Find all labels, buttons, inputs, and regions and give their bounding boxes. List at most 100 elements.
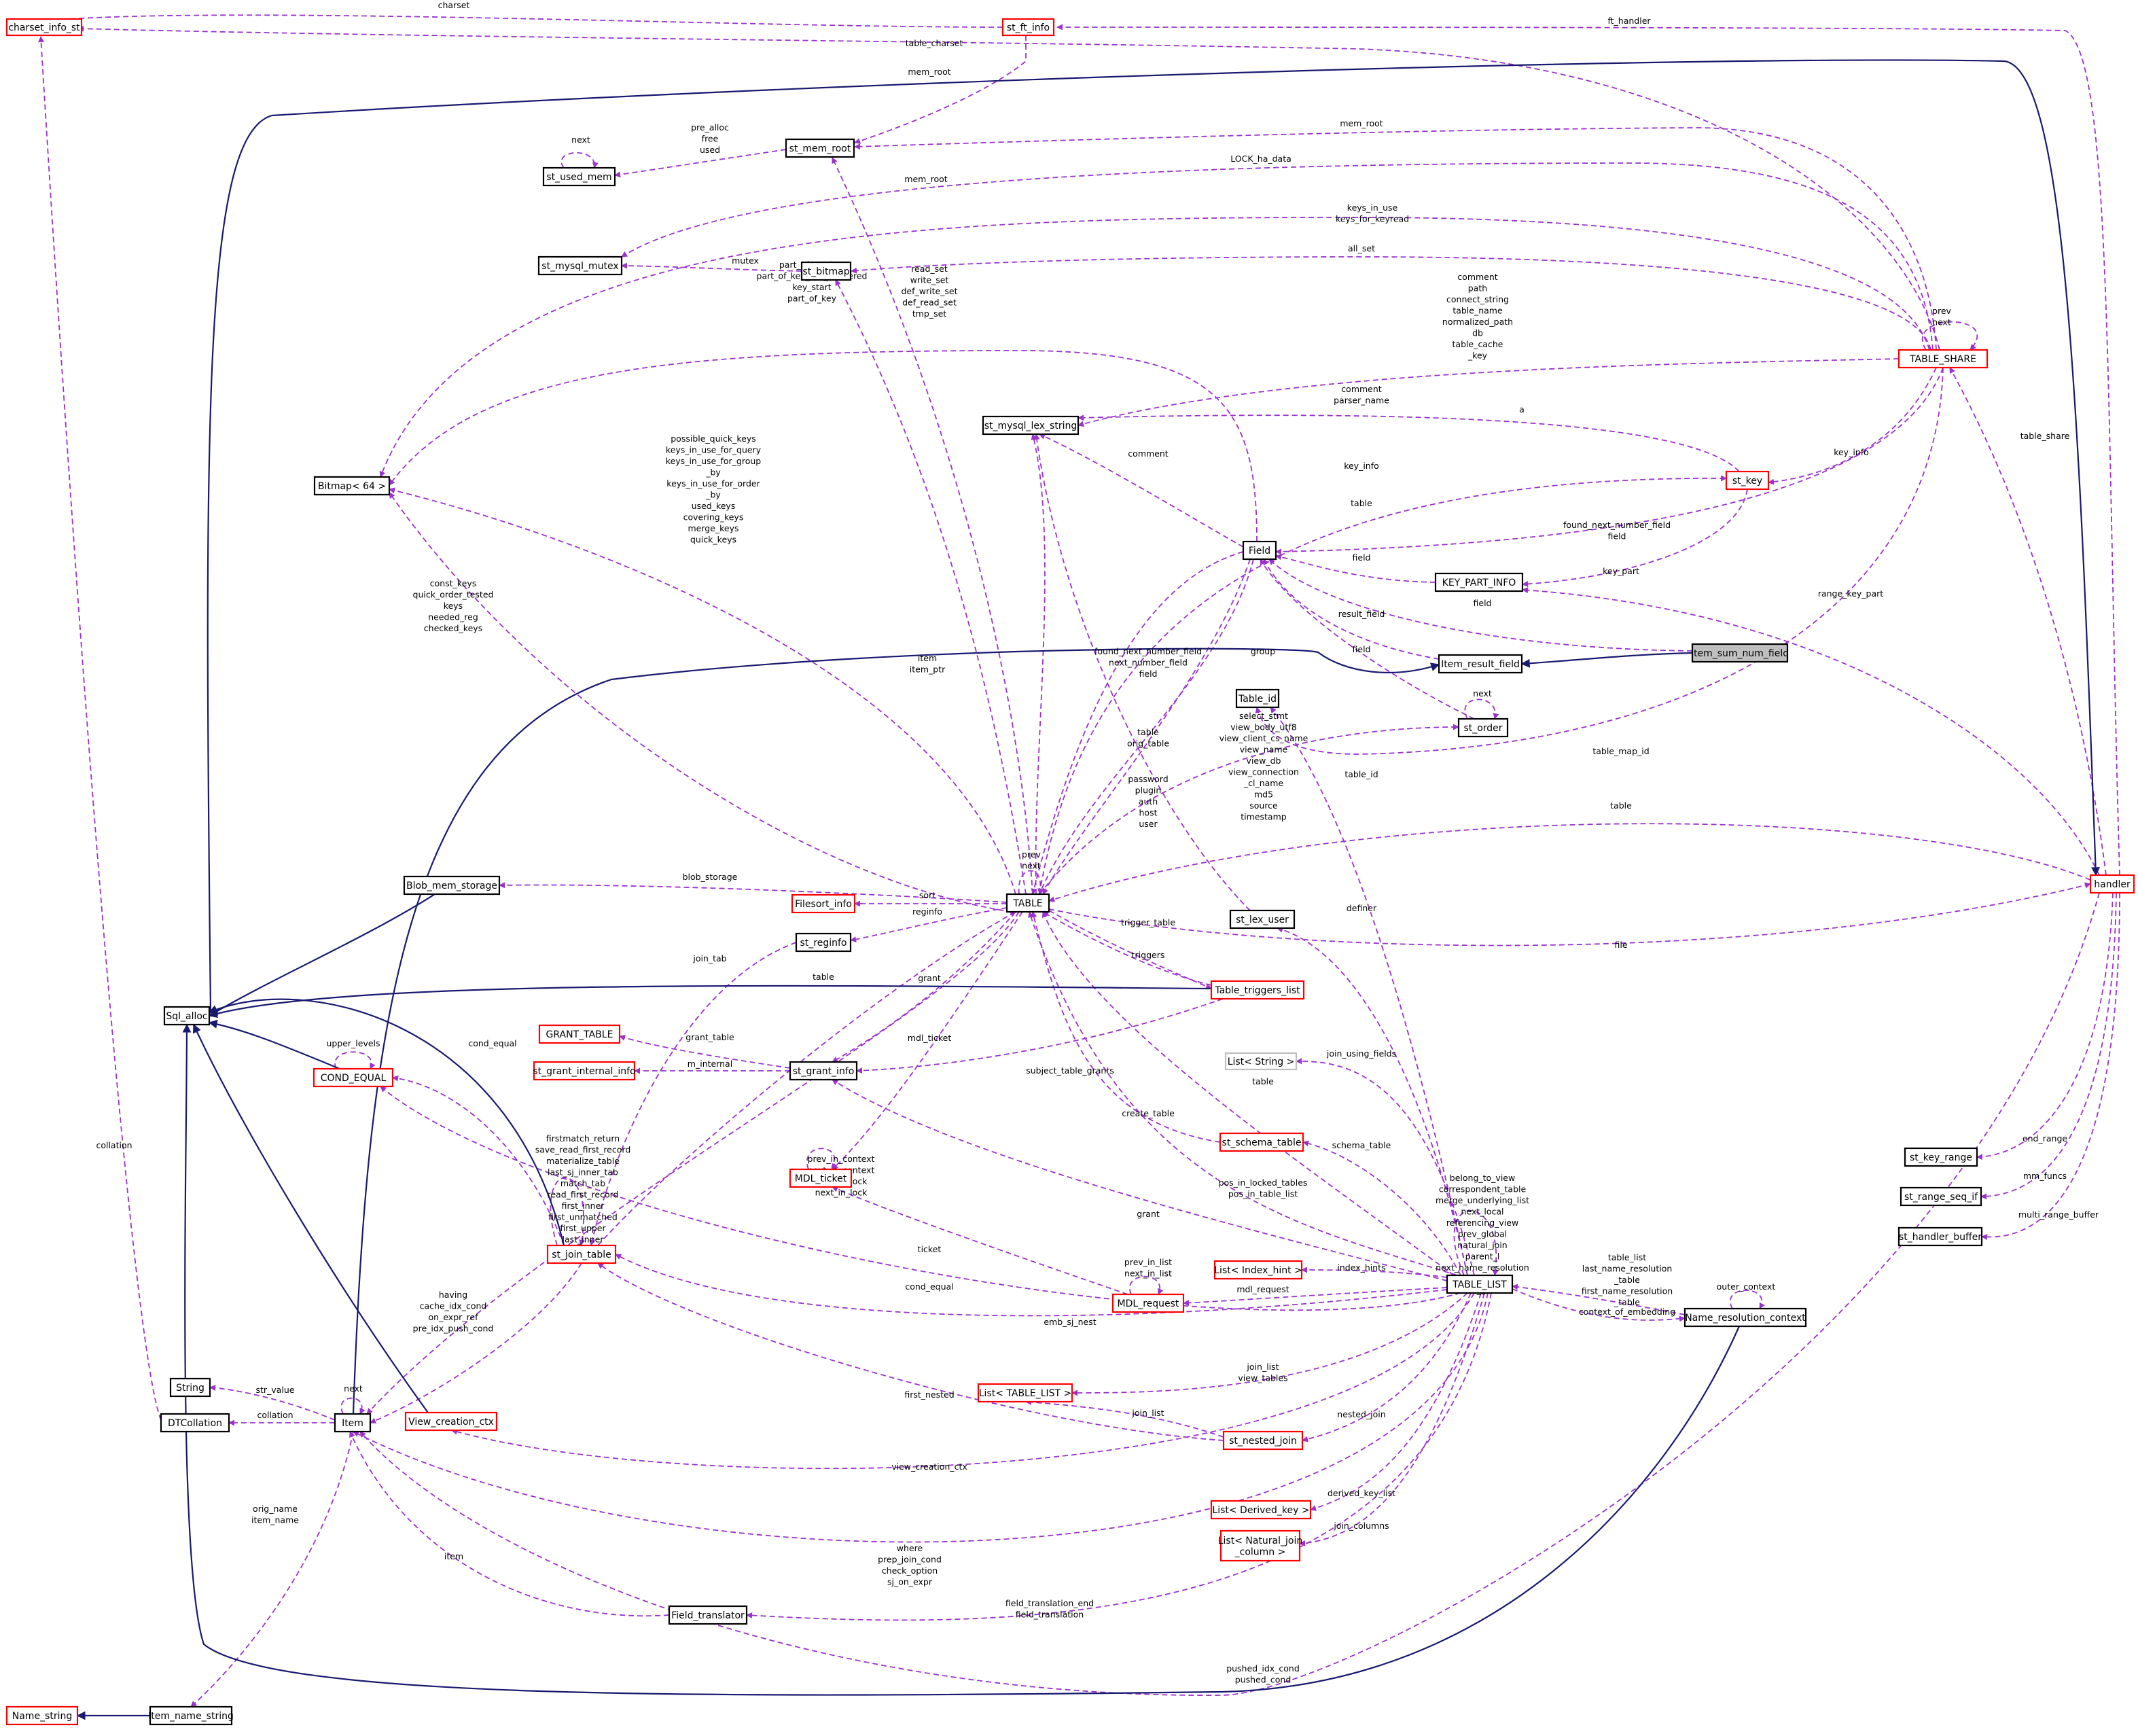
node-dtcollation[interactable]: DTCollation xyxy=(160,1413,230,1433)
usage-edge xyxy=(359,892,2100,1696)
node-label: List< Natural_join_column > xyxy=(1218,1536,1303,1558)
node-item[interactable]: Item xyxy=(334,1413,372,1433)
edge-label: mem_root xyxy=(904,174,947,184)
usage-edge xyxy=(1048,910,1212,989)
node-handler[interactable]: handler xyxy=(2089,874,2135,894)
node-field[interactable]: Field xyxy=(1242,540,1277,561)
node-st-order[interactable]: st_order xyxy=(1457,718,1509,738)
node-view-creation-ctx[interactable]: View_creation_ctx xyxy=(404,1411,498,1432)
node-st-mysql-lex-string[interactable]: st_mysql_lex_string xyxy=(982,415,1080,436)
usage-edge xyxy=(832,1186,1128,1295)
node-st-ft-info[interactable]: st_ft_info xyxy=(1001,18,1055,37)
node-item-result-field[interactable]: Item_result_field xyxy=(1438,654,1523,674)
node-name-resolution-context[interactable]: Name_resolution_context xyxy=(1683,1307,1807,1328)
node-field-translator[interactable]: Field_translator xyxy=(668,1605,748,1625)
node-st-join-table[interactable]: st_join_table xyxy=(546,1244,617,1264)
node-list-table-list[interactable]: List< TABLE_LIST > xyxy=(977,1383,1073,1403)
usage-edge xyxy=(746,1292,1492,1621)
node-st-handler-buffer[interactable]: st_handler_buffer xyxy=(1898,1226,1983,1247)
node-box xyxy=(313,476,391,496)
node-box xyxy=(1005,893,1050,913)
node-st-used-mem[interactable]: st_used_mem xyxy=(542,166,616,187)
usage-edge xyxy=(1522,587,2100,876)
usage-edge xyxy=(621,262,802,272)
node-list-string[interactable]: List< String > xyxy=(1224,1052,1298,1071)
node-st-nested-join[interactable]: st_nested_join xyxy=(1222,1430,1304,1451)
node-st-key-range[interactable]: st_key_range xyxy=(1904,1147,1978,1167)
node-box xyxy=(1898,349,1989,369)
node-label: st_mem_root xyxy=(789,143,851,154)
edge-label: mm_funcs xyxy=(2023,1171,2067,1181)
usage-edge xyxy=(1275,367,1944,555)
usage-edge xyxy=(856,998,1224,1074)
node-label: Name_string xyxy=(12,1711,73,1722)
node-box xyxy=(542,166,616,187)
node-string[interactable]: String xyxy=(169,1377,211,1398)
node-label: st_ft_info xyxy=(1007,22,1050,33)
edge-label: table_map_id xyxy=(1592,746,1649,756)
node-item-sum-num-field[interactable]: Item_sum_num_field xyxy=(1691,643,1789,663)
node-table-list[interactable]: TABLE_LIST xyxy=(1446,1274,1514,1294)
node-label: List< String > xyxy=(1228,1057,1295,1067)
node-grant-table[interactable]: GRANT_TABLE xyxy=(538,1024,621,1044)
node-blob-mem-storage[interactable]: Blob_mem_storage xyxy=(403,875,501,896)
node-table-id[interactable]: Table_id xyxy=(1235,688,1280,709)
node-list-derived-key[interactable]: List< Derived_key > xyxy=(1210,1500,1312,1520)
node-list-index-hint[interactable]: List< Index_hint > xyxy=(1213,1260,1303,1280)
node-st-mysql-mutex[interactable]: st_mysql_mutex xyxy=(537,255,623,276)
node-label: List< Derived_key > xyxy=(1212,1505,1309,1516)
node-st-reginfo[interactable]: st_reginfo xyxy=(795,932,852,953)
node-st-grant-info[interactable]: st_grant_info xyxy=(789,1061,858,1081)
usage-edge xyxy=(1921,321,1978,351)
edge-label: table xyxy=(1610,800,1632,811)
node-label: List< TABLE_LIST > xyxy=(979,1388,1072,1399)
edge-label: key_info xyxy=(1834,447,1869,457)
node-table[interactable]: TABLE xyxy=(1005,893,1050,913)
node-list-natural-join[interactable]: List< Natural_join_column > xyxy=(1218,1529,1303,1562)
node-table-triggers-list[interactable]: Table_triggers_list xyxy=(1210,980,1305,1000)
node-label: st_grant_internal_info xyxy=(533,1066,635,1077)
node-box xyxy=(5,18,83,37)
node-cond-equal[interactable]: COND_EQUAL xyxy=(313,1067,394,1088)
node-mdl-request[interactable]: MDL_request xyxy=(1111,1293,1185,1313)
node-item-name-string[interactable]: Item_name_string xyxy=(148,1705,234,1726)
edge-label: view_creation_ctx xyxy=(891,1462,967,1472)
usage-edge xyxy=(1512,1288,1686,1322)
usage-edge xyxy=(370,1262,582,1424)
node-st-mem-root[interactable]: st_mem_root xyxy=(785,138,855,158)
node-label: st_key_range xyxy=(1910,1152,1972,1163)
node-filesort-info[interactable]: Filesort_info xyxy=(791,893,856,914)
usage-edge xyxy=(1042,559,1251,895)
usage-edge xyxy=(1730,1290,1765,1309)
edge-label: mem_root xyxy=(1340,118,1383,128)
node-charset-info-st[interactable]: charset_info_st xyxy=(5,18,83,37)
edge-label: a xyxy=(1519,404,1525,414)
node-key-part-info[interactable]: KEY_PART_INFO xyxy=(1434,572,1524,592)
node-label: st_key xyxy=(1732,476,1762,486)
usage-edge xyxy=(1041,911,1455,1276)
node-st-schema-table[interactable]: st_schema_table xyxy=(1219,1132,1304,1152)
node-label: KEY_PART_INFO xyxy=(1442,578,1516,588)
node-table-share[interactable]: TABLE_SHARE xyxy=(1898,349,1989,369)
usage-edge xyxy=(1275,554,1436,583)
node-box xyxy=(546,1244,617,1264)
node-name-string[interactable]: Name_string xyxy=(5,1705,79,1726)
node-st-range-seq-if[interactable]: st_range_seq_if xyxy=(1900,1186,1982,1207)
node-label: TABLE_SHARE xyxy=(1909,354,1976,365)
node-bitmap64[interactable]: Bitmap< 64 > xyxy=(313,476,391,496)
edge-label: next xyxy=(344,1383,363,1394)
node-st-grant-internal-info[interactable]: st_grant_internal_info xyxy=(533,1061,636,1081)
node-st-bitmap[interactable]: st_bitmap xyxy=(800,261,852,281)
node-st-lex-user[interactable]: st_lex_user xyxy=(1229,909,1296,929)
usage-edge xyxy=(1048,882,2091,946)
node-sql-alloc[interactable]: Sql_alloc xyxy=(163,1006,211,1026)
node-mdl-ticket[interactable]: MDL_ticket xyxy=(789,1168,853,1188)
node-st-key[interactable]: st_key xyxy=(1725,470,1770,491)
